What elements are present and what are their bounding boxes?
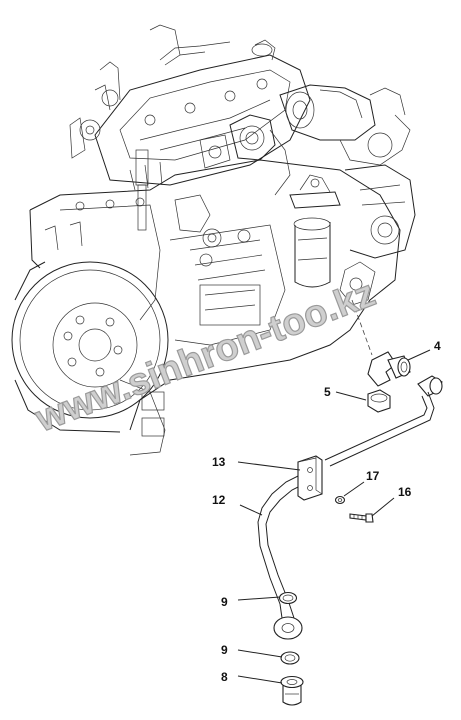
- engine-block: [29, 159, 401, 456]
- callout-13: 13: [212, 455, 226, 469]
- callout-12: 12: [212, 493, 226, 507]
- filter-housing: [174, 114, 276, 233]
- callout-leaders: [237, 349, 431, 684]
- banjo-bolt-part-8: [280, 675, 304, 706]
- right-accessories: [339, 164, 416, 306]
- engine-illustration: [11, 24, 416, 456]
- oil-filter: [289, 174, 341, 288]
- callout-17: 17: [366, 469, 380, 483]
- callout-16: 16: [398, 485, 412, 499]
- bolt-part-16: [349, 513, 374, 523]
- callout-9-lower: 9: [221, 643, 228, 657]
- nut-part-5: [367, 389, 391, 413]
- oil-pipe: [257, 375, 443, 605]
- elbow-fitting-part-4: [367, 351, 411, 387]
- seal-ring-part-9-lower: [280, 651, 300, 665]
- callout-5: 5: [324, 385, 331, 399]
- watermark-text: www.sinhron-too.kz: [29, 272, 381, 440]
- clamp-part-13: [297, 455, 323, 501]
- callout-4: 4: [434, 339, 441, 353]
- flywheel-housing: [11, 261, 169, 433]
- leader-line-engine-to-fitting: [351, 299, 373, 356]
- callout-9-upper: 9: [221, 595, 228, 609]
- callout-8: 8: [221, 670, 228, 684]
- cylinder-head: [69, 24, 311, 231]
- banjo-fitting: [273, 599, 303, 640]
- seal-ring-part-9-upper: [278, 591, 298, 605]
- callout-labels: 4 5 13 17 16 12 9 9 8: [212, 339, 441, 684]
- turbocharger: [269, 84, 411, 196]
- exploded-parts: [257, 351, 443, 706]
- washer-part-17: [334, 495, 346, 505]
